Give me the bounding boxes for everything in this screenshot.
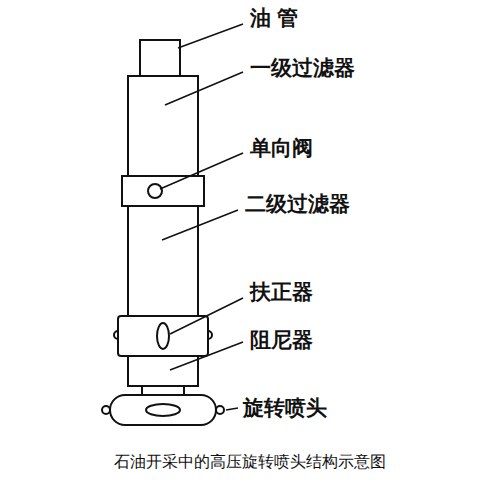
valve-hole: [148, 184, 162, 198]
damper: [128, 356, 198, 386]
leader-line: [170, 342, 243, 370]
oil-tube: [140, 40, 180, 76]
nozzle-jet: [102, 406, 110, 414]
nozzle-hole: [146, 404, 180, 416]
oil-tube-label: 油 管: [250, 6, 298, 29]
rotating-nozzle-label: 旋转喷头: [243, 396, 327, 419]
first-filter: [128, 76, 198, 176]
check-valve-label: 单向阀: [250, 136, 313, 159]
leader-line: [162, 210, 238, 240]
neck: [142, 386, 184, 395]
second-filter: [128, 206, 198, 316]
leader-line: [160, 153, 243, 189]
centralizer-label: 扶正器: [250, 280, 313, 303]
leader-line: [226, 408, 238, 410]
second-filter-label: 二级过滤器: [245, 192, 350, 215]
nozzle-jet: [216, 406, 224, 414]
first-filter-label: 一级过滤器: [250, 56, 355, 79]
caption: 石油开采中的高压旋转喷头结构示意图: [0, 452, 500, 473]
check-valve: [122, 176, 204, 206]
damper-label: 阻尼器: [250, 328, 313, 351]
leader-line: [170, 298, 243, 334]
centralizer-hole: [157, 323, 169, 349]
leader-line: [165, 72, 243, 105]
rotating-nozzle: [110, 395, 216, 425]
leader-line: [178, 24, 243, 48]
